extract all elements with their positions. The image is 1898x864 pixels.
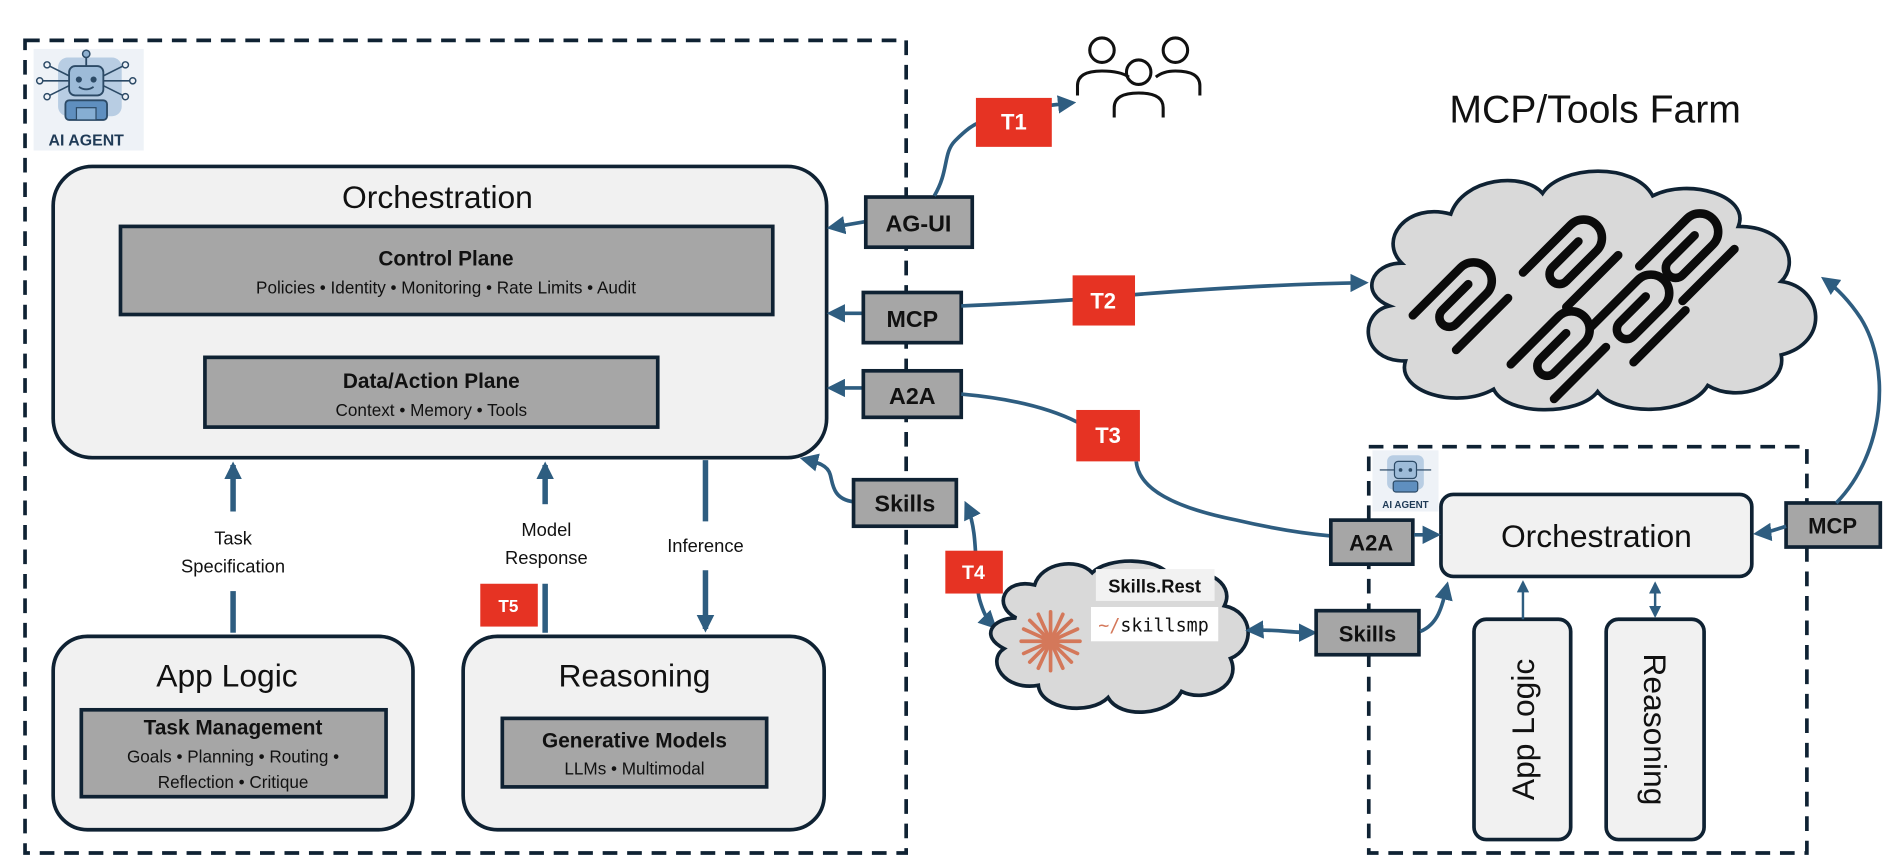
threat-badge-t4[interactable]: T4 <box>945 550 1003 594</box>
sub-reasoning-panel <box>1604 617 1706 842</box>
task-management-title: Task Management <box>144 716 323 739</box>
skillsmp-label-bg <box>1090 607 1219 642</box>
users-group-icon <box>1075 36 1202 118</box>
task-specification-label-1: Task <box>214 528 253 549</box>
t3-link <box>961 392 1079 424</box>
mcp-gateway[interactable]: MCP <box>861 290 964 345</box>
data-action-plane-title: Data/Action Plane <box>343 370 520 393</box>
sub-reasoning-title: Reasoning <box>1637 653 1673 805</box>
agui-link <box>826 216 867 235</box>
task-management-items-1: Goals • Planning • Routing • <box>127 746 339 766</box>
t1-users-arrow <box>1050 95 1077 114</box>
svg-text:T4: T4 <box>962 562 985 584</box>
threat-badge-t2[interactable]: T2 <box>1072 275 1136 326</box>
sub-mcp-farm-link <box>1821 276 1882 505</box>
threat-badge-t3[interactable]: T3 <box>1076 409 1140 462</box>
control-plane-box <box>118 224 775 317</box>
task-specification-label-2: Specification <box>181 556 285 577</box>
t4-link <box>964 500 997 630</box>
sub-skills-link <box>1419 581 1453 634</box>
data-action-plane-items: Context • Memory • Tools <box>336 400 528 420</box>
inference-label: Inference <box>667 535 743 556</box>
model-response-flow: Model Response <box>505 461 588 633</box>
app-logic-title: App Logic <box>156 658 298 694</box>
skills-gateway[interactable]: Skills <box>851 477 959 529</box>
skillsmp-path: ~/skillsmp <box>1098 615 1208 636</box>
model-response-label-1: Model <box>521 519 571 540</box>
svg-text:T5: T5 <box>498 596 518 616</box>
generative-models-box <box>500 716 769 789</box>
skills-rest-label-bg <box>1095 569 1215 601</box>
svg-text:T3: T3 <box>1095 423 1121 448</box>
a2a-gateway[interactable]: A2A <box>861 368 964 420</box>
sub-orchestration-panel <box>1439 492 1754 579</box>
threat-badge-t1[interactable]: T1 <box>975 97 1052 147</box>
mcp-logo-icon <box>1408 209 1739 404</box>
svg-text:T1: T1 <box>1001 110 1027 135</box>
threat-badge-t5[interactable]: T5 <box>480 583 538 627</box>
svg-text:A2A: A2A <box>889 383 936 409</box>
reasoning-title: Reasoning <box>558 658 710 694</box>
sub-app-logic-title: App Logic <box>1505 659 1541 801</box>
sub-orchestration-title: Orchestration <box>1501 518 1692 554</box>
sub-skills-gateway[interactable]: Skills <box>1314 608 1421 657</box>
svg-text:T2: T2 <box>1090 288 1116 313</box>
data-action-plane-box <box>203 355 660 429</box>
robot-icon-small <box>1379 455 1432 493</box>
sub-mcp-gateway[interactable]: MCP <box>1784 501 1883 549</box>
ai-agent-badge-label: AI AGENT <box>49 133 125 150</box>
agui-gateway[interactable]: AG-UI <box>863 195 975 250</box>
skills-link <box>799 453 854 504</box>
sub-a2a-gateway[interactable]: A2A <box>1328 518 1415 567</box>
svg-text:Skills: Skills <box>875 491 936 517</box>
skills-star-icon <box>1019 610 1082 673</box>
main-agent-boundary <box>23 38 909 855</box>
model-response-label-2: Response <box>505 547 588 568</box>
sub-mcp-link <box>1753 522 1787 542</box>
control-plane-items: Policies • Identity • Monitoring • Rate … <box>256 278 636 298</box>
control-plane-title: Control Plane <box>378 248 513 271</box>
task-management-box <box>79 707 388 799</box>
skills-rest-brand: Skills.Rest <box>1108 575 1201 596</box>
generative-models-title: Generative Models <box>542 730 727 753</box>
svg-text:AI AGENT: AI AGENT <box>1382 500 1428 511</box>
sub-ai-agent-badge: AI AGENT <box>1372 450 1439 512</box>
svg-text:Skills: Skills <box>1339 621 1397 646</box>
tools-farm-title: MCP/Tools Farm <box>1449 88 1741 131</box>
sub-agent-boundary <box>1366 444 1809 855</box>
svg-text:MCP: MCP <box>1808 514 1857 539</box>
ai-agent-badge: AI AGENT <box>33 48 144 151</box>
t2-link <box>961 273 1369 308</box>
inference-flow: Inference <box>667 460 744 633</box>
orchestration-title: Orchestration <box>342 179 533 215</box>
svg-text:AG-UI: AG-UI <box>885 210 951 236</box>
skills-cloud-link <box>1245 620 1318 642</box>
task-specification-flow: Task Specification <box>181 461 285 633</box>
robot-icon <box>35 49 137 121</box>
svg-text:A2A: A2A <box>1349 531 1393 556</box>
t3-link-continued <box>1134 461 1333 538</box>
task-management-items-2: Reflection • Critique <box>158 772 309 792</box>
svg-text:MCP: MCP <box>886 306 938 332</box>
tools-farm-cloud <box>1366 169 1818 412</box>
t1-link <box>932 120 981 197</box>
generative-models-items: LLMs • Multimodal <box>564 759 704 779</box>
